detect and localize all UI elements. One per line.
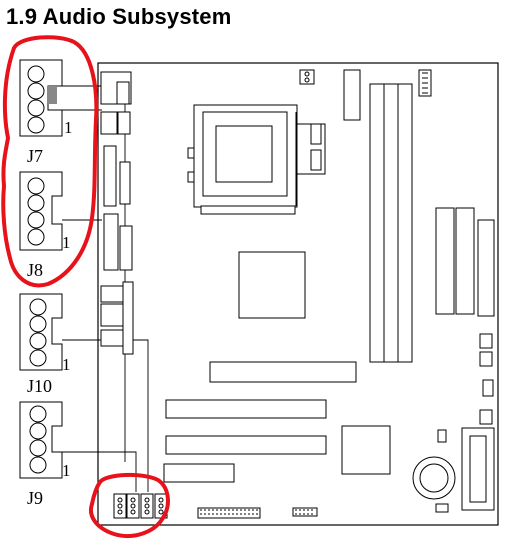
connector-j9: 1 J9 — [19, 401, 71, 508]
dimm-slots — [369, 83, 413, 363]
header-top-right — [418, 69, 432, 97]
slot-small — [343, 69, 361, 121]
cpu-socket — [187, 104, 326, 215]
highlight-outline-headers — [89, 473, 170, 538]
southbridge-chip — [341, 425, 391, 475]
connector-label: J7 — [27, 146, 43, 166]
connector-j10: 1 J10 — [19, 293, 71, 396]
connector-label: J8 — [27, 260, 43, 280]
audio-headers — [113, 493, 168, 519]
battery — [412, 456, 456, 513]
bios-block — [461, 427, 495, 511]
pin1-label: 1 — [62, 355, 71, 374]
connector-label: J9 — [27, 488, 43, 508]
pin1-label: 1 — [64, 118, 73, 137]
pin1-label: 1 — [62, 461, 71, 480]
page-title: 1.9 Audio Subsystem — [6, 4, 232, 29]
highlight-marks — [1, 35, 170, 538]
pin1-label: 1 — [62, 233, 71, 252]
ide-connectors — [435, 207, 495, 317]
back-panel — [100, 71, 134, 355]
connector-j7: 1 J7 — [19, 59, 73, 166]
northbridge-chip — [238, 251, 306, 319]
bottom-headers — [197, 507, 318, 519]
jumper-top — [299, 69, 315, 85]
jumpers-right — [437, 333, 494, 443]
pin-shade — [47, 86, 57, 104]
board-outline — [97, 62, 499, 526]
expansion-slots — [163, 361, 357, 483]
connector-label: J10 — [27, 376, 52, 396]
highlight-outline-j7-j8 — [1, 35, 99, 288]
connector-j8: 1 J8 — [19, 171, 71, 280]
